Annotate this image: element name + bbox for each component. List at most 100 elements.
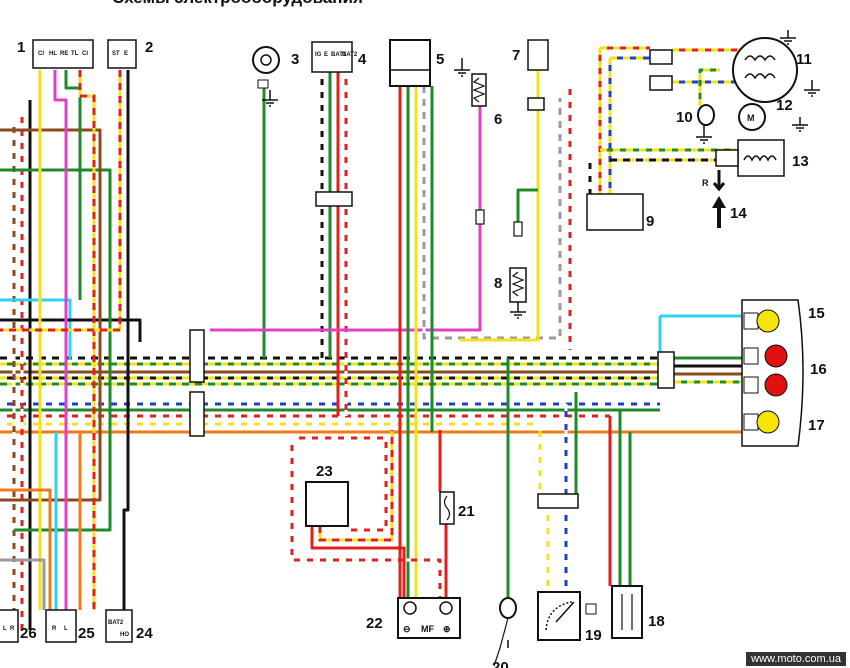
label-14: 14 (730, 205, 747, 222)
component-8-resistor (509, 267, 527, 303)
wire-red (310, 526, 406, 598)
label-10: 10 (676, 109, 693, 126)
page-title: Схемы электрооборудования (112, 0, 363, 8)
battery-terminal-plus (439, 601, 453, 615)
lamp-16a-socket (743, 347, 759, 365)
horn-inner (260, 54, 272, 66)
wire-green (64, 70, 82, 300)
resistor-8-zigzag (511, 271, 525, 297)
connector-4-bundle (315, 191, 353, 207)
label-16: 16 (810, 361, 827, 378)
wire-stripe-yellow (698, 68, 720, 106)
label-18: 18 (648, 613, 665, 630)
component-10-pickup (697, 104, 715, 126)
c24-pin-2: HO (120, 632, 129, 638)
label-25: 25 (78, 625, 95, 642)
c26-pin-2: R (10, 626, 15, 632)
label-23: 23 (316, 463, 333, 480)
wire-orange (0, 488, 52, 610)
c4-pin-3: BAT1 (331, 52, 347, 58)
resistor-6-zigzag (472, 77, 486, 103)
component-26-connector (0, 609, 19, 643)
fuse-element (443, 495, 451, 521)
c1-pin-1: Cl (38, 51, 44, 57)
wire-layer (0, 46, 746, 630)
component-17-turn-lamp (756, 410, 780, 434)
label-3: 3 (291, 51, 299, 68)
wire-green (0, 168, 112, 532)
c4-pin-1: IG (315, 52, 322, 58)
label-11: 11 (796, 51, 812, 68)
lamp-15-socket (743, 312, 759, 330)
component-5-regulator (389, 39, 431, 87)
label-13: 13 (792, 153, 809, 170)
gear-terminal (585, 603, 597, 615)
connector-13 (715, 149, 739, 167)
gear-arc (545, 601, 573, 631)
component-9-cdi-unit (586, 193, 644, 231)
c2-pin-1: ST (112, 51, 120, 57)
wire-black (122, 70, 130, 610)
c25-pin-2: L (64, 626, 68, 632)
wire-yellow-red (0, 70, 122, 332)
wire-green (516, 188, 538, 236)
wire-stripe-white (290, 438, 442, 598)
component-19-gear-indicator (537, 591, 581, 641)
down-arrow (712, 170, 726, 192)
c1-pin-3: RE (60, 51, 68, 57)
wire-orange (660, 422, 746, 434)
c1-pin-5: Cl (82, 51, 88, 57)
c1-pin-2: HL (49, 51, 57, 57)
connector-10-18 (537, 493, 579, 509)
label-21: 21 (458, 503, 475, 520)
wire-pink (53, 70, 68, 610)
connector-8 (513, 221, 523, 237)
component-24-connector (105, 609, 133, 643)
component-11-generator (732, 37, 798, 103)
component-23-relay (305, 481, 349, 527)
connector-7 (527, 97, 545, 111)
label-5: 5 (436, 51, 444, 68)
generator-coil-1 (744, 55, 776, 62)
c4-pin-4: BAT2 (342, 52, 358, 58)
component-7-switch (527, 39, 549, 71)
label-17: 17 (808, 417, 825, 434)
label-15: 15 (808, 305, 825, 322)
c24-pin-1: BAT2 (108, 620, 124, 626)
battery-minus: ⊖ (403, 624, 411, 634)
label-7: 7 (512, 47, 520, 64)
wire-gray (0, 558, 46, 610)
battery-terminal-minus (403, 601, 417, 615)
wire-yellow (460, 70, 540, 342)
c1-pin-4: TL (71, 51, 79, 57)
wire-black (0, 318, 142, 342)
label-12: 12 (776, 97, 793, 114)
wire-stripe-gray (422, 86, 562, 340)
wire-red-white (292, 436, 388, 532)
label-20: 20 (492, 659, 509, 668)
label-6: 6 (494, 111, 502, 128)
connector-left-upper (189, 329, 205, 383)
component-16-tail-lamp-1 (764, 344, 788, 368)
lamp-17-socket (743, 413, 759, 431)
component-14-spark-plug-arrow (712, 196, 726, 228)
component-15-turn-lamp (756, 309, 780, 333)
label-24: 24 (136, 625, 153, 642)
battery-mf: MF (421, 624, 434, 634)
component-3-horn (252, 46, 280, 74)
wire-green-yellow (698, 68, 720, 106)
label-8: 8 (494, 275, 502, 292)
component-1-switch (32, 39, 94, 69)
wire-green (674, 356, 746, 360)
c2-pin-2: E (124, 51, 128, 57)
wire-stripe-red (318, 430, 394, 542)
component-12-motor (738, 103, 766, 131)
wire-stripe-red (78, 70, 96, 610)
label-4: 4 (358, 51, 367, 68)
label-26: 26 (20, 625, 37, 642)
connector-11-b (649, 75, 673, 91)
wire-cyan (0, 298, 72, 360)
gear-needle (555, 601, 575, 623)
connector-right (657, 351, 675, 389)
